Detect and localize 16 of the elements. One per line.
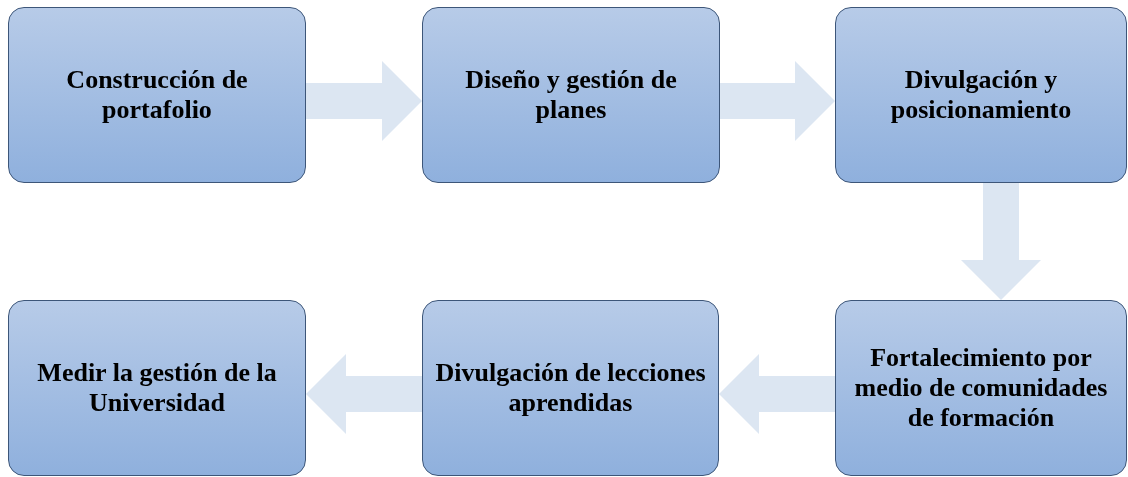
process-box [835,7,1127,183]
box-label: Divulgación y posicionamiento [889,65,1073,125]
block-arrow [719,354,835,434]
box-label: Medir la gestión de la Universidad [36,358,278,418]
box-label: Diseño y gestión de planes [464,65,678,125]
box-label: Fortalecimiento por medio de comunidades de formación [853,343,1109,433]
block-arrow [306,61,422,141]
process-box [8,7,306,183]
process-box [422,7,720,183]
process-box [422,300,719,476]
process-box [835,300,1127,476]
block-arrow [961,183,1041,300]
process-box [8,300,306,476]
block-arrow [720,61,835,141]
box-label: Construcción de portafolio [65,65,249,125]
box-label: Divulgación de lecciones aprendidas [434,358,707,418]
